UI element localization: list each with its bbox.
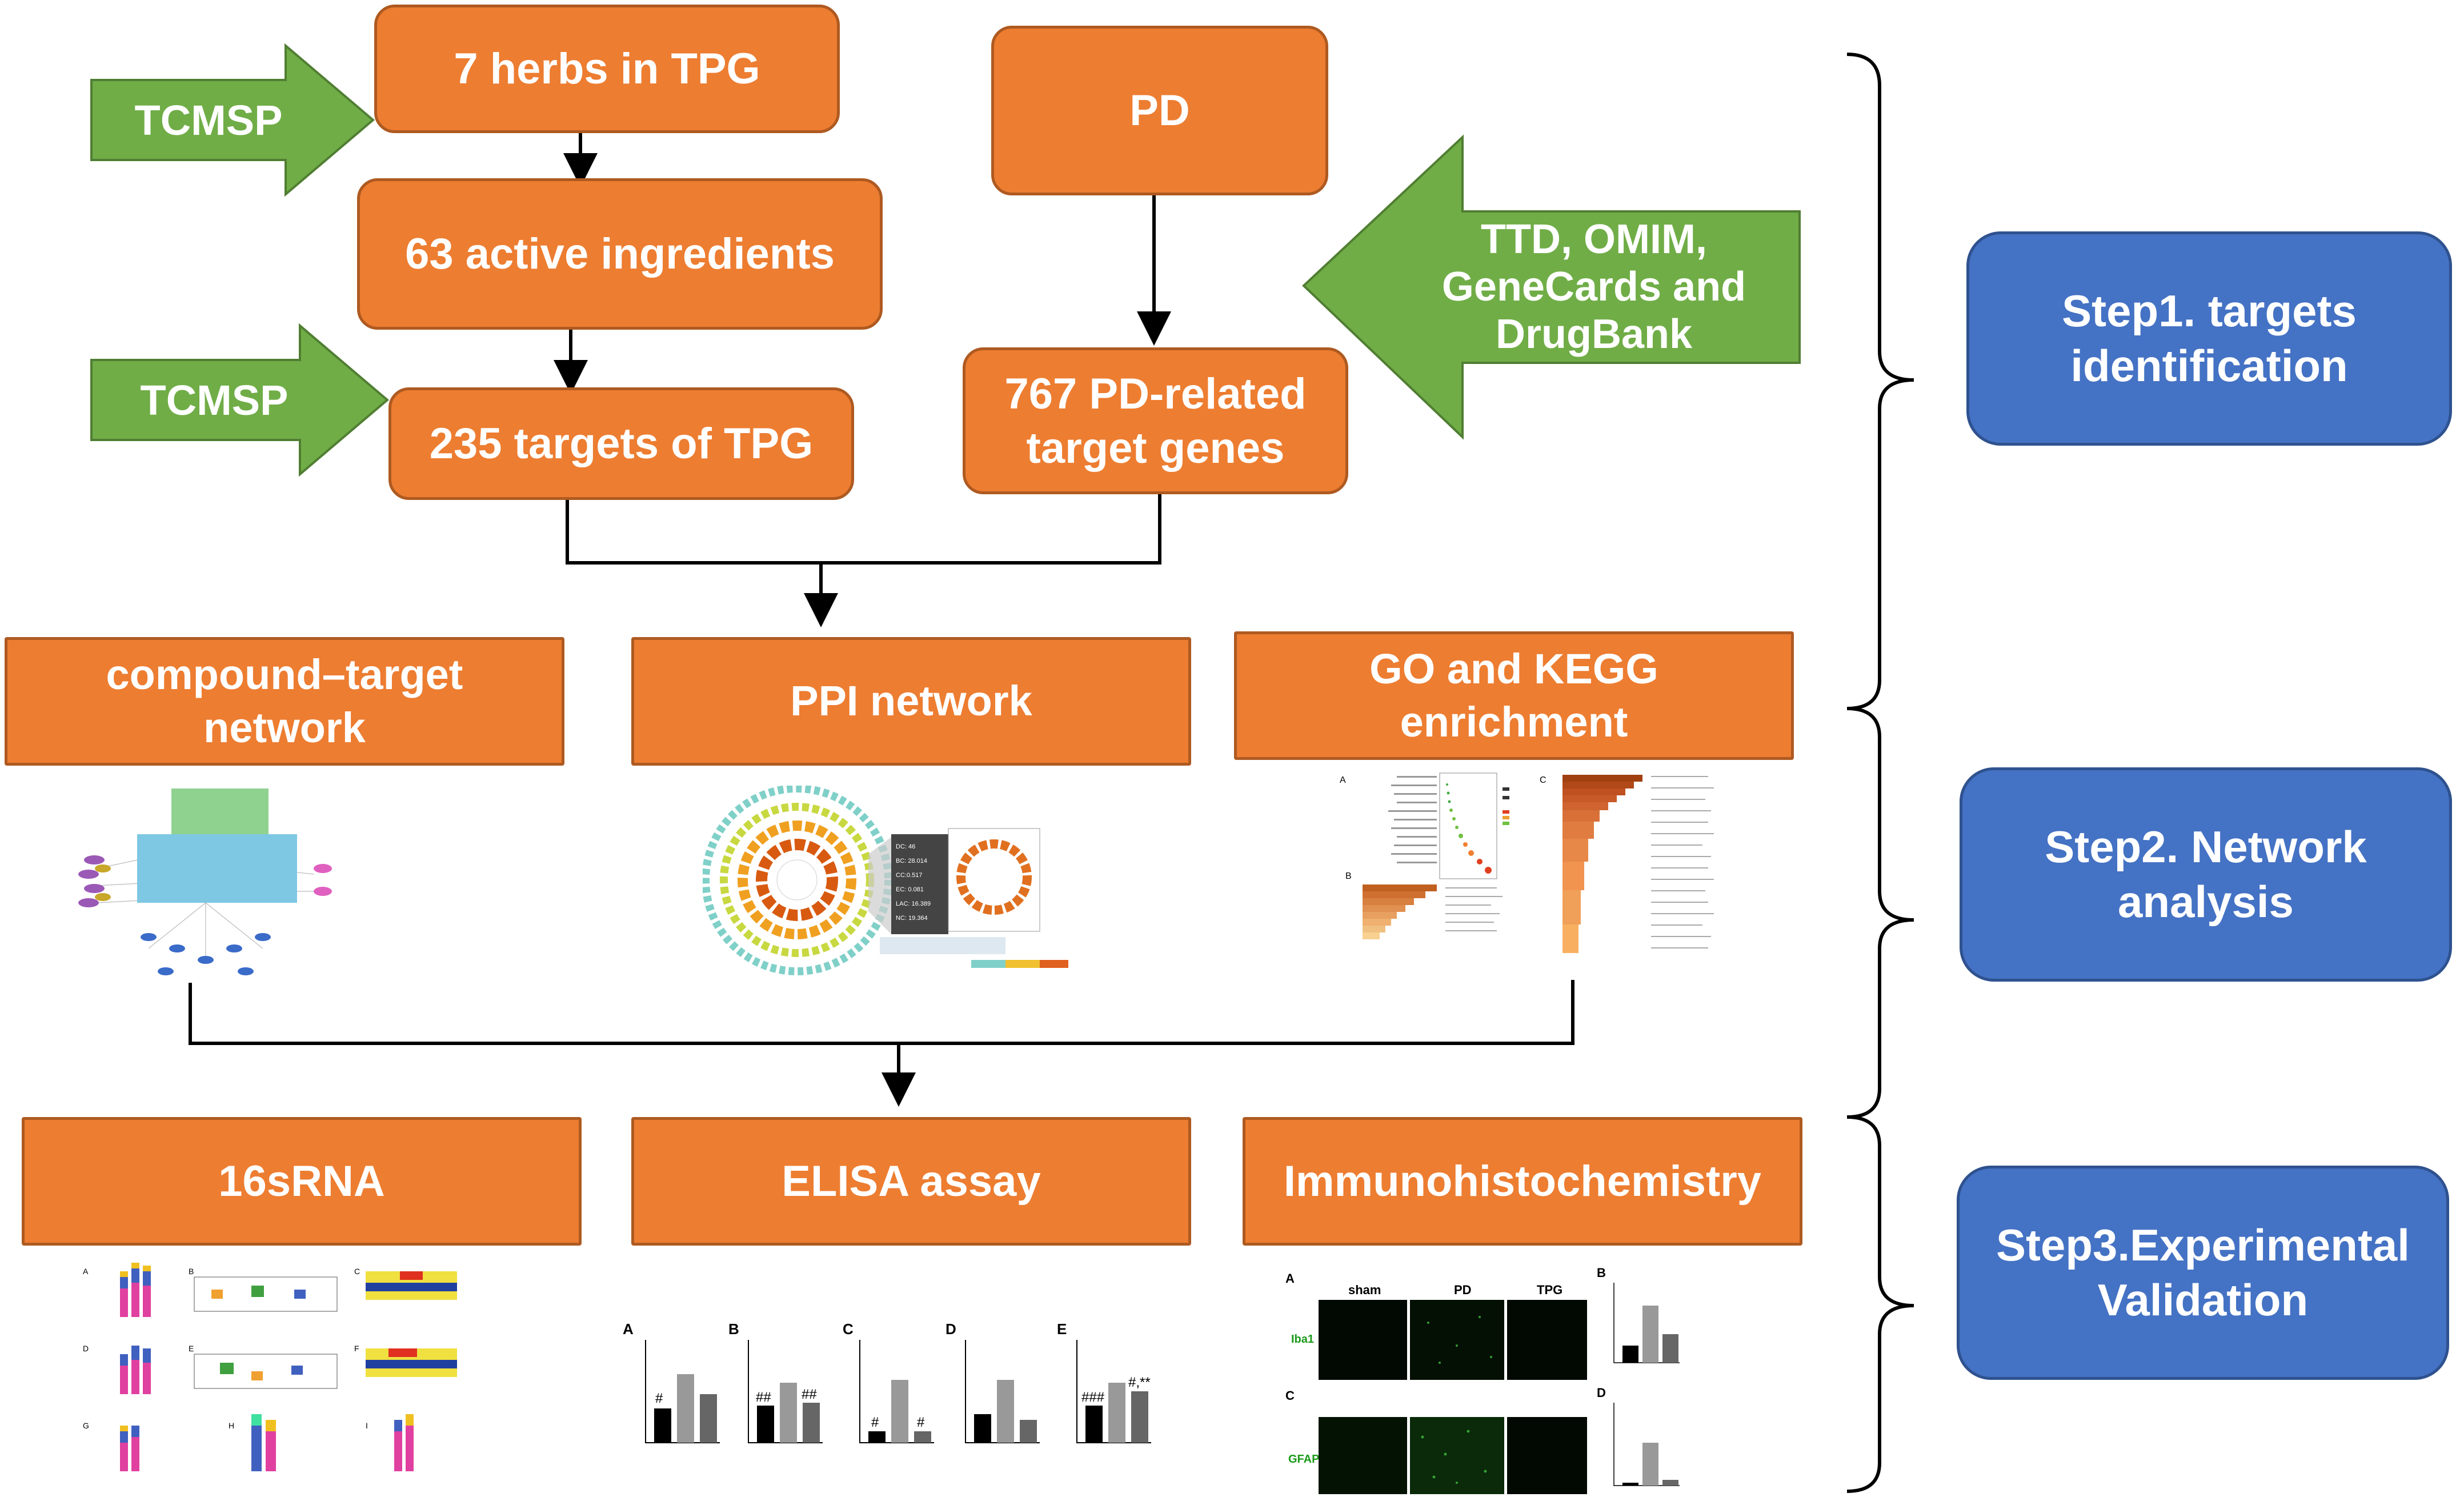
compound-target-line-2: network	[203, 703, 366, 751]
elisa-mark-2: ##	[802, 1387, 817, 1402]
step1-line-2: identification	[2070, 340, 2348, 391]
ppi-stat-5: NC: 19.364	[896, 915, 928, 922]
elisa-mark-5: ###	[1081, 1390, 1105, 1405]
step2-line-1: Step2. Network	[2045, 822, 2367, 872]
databases-line-1: TTD, OMIM,	[1481, 217, 1707, 263]
ppi-label: PPI network	[790, 677, 1032, 725]
ihc-col-pd: PD	[1454, 1283, 1472, 1297]
ihc-panel-b: B	[1597, 1266, 1606, 1280]
rna-panel-g: G	[83, 1421, 89, 1430]
ppi-stat-1: BC: 28.014	[896, 858, 927, 864]
step3-box: Step3.Experimental Validation	[1957, 1166, 2449, 1380]
rna-panel-i: I	[366, 1421, 368, 1430]
rna-panel-a: A	[83, 1267, 89, 1276]
rna-panel-b: B	[189, 1267, 194, 1276]
step1-box: Step1. targets identification	[1966, 231, 2452, 446]
active-ingredients-label: 63 active ingredients	[405, 230, 835, 278]
rna-panel-h: H	[229, 1421, 234, 1430]
tcmsp-arrow-1	[90, 43, 375, 197]
elisa-panel-a: A	[623, 1320, 634, 1338]
tcmsp-arrow-2	[90, 323, 390, 477]
pd-box: PD	[991, 26, 1328, 195]
herbs-box: 7 herbs in TPG	[374, 5, 840, 133]
ihc-thumbnail: A B C D sham PD TPG Iba1 GFAP	[1285, 1266, 1680, 1494]
ihc-row-iba1: Iba1	[1291, 1333, 1314, 1346]
merge-line-2	[189, 980, 1574, 1045]
go-kegg-line-1: GO and KEGG	[1369, 645, 1658, 693]
go-kegg-line-2: enrichment	[1400, 698, 1628, 746]
elisa-panel-c: C	[843, 1320, 854, 1338]
go-kegg-thumbnail: A B C	[1340, 772, 1714, 953]
ihc-panel-a: A	[1285, 1271, 1295, 1286]
brace	[1846, 53, 1914, 1493]
databases-line-3: DrugBank	[1495, 311, 1693, 357]
rna-label: 16sRNA	[218, 1157, 385, 1206]
databases-line-2: GeneCards and	[1441, 264, 1746, 310]
step1-line-1: Step1. targets	[2062, 286, 2357, 337]
rna-box: 16sRNA	[22, 1117, 582, 1246]
merge-line-1	[566, 494, 1161, 565]
compound-target-network-box: compound–target network	[5, 637, 564, 766]
ihc-row-gfap: GFAP	[1288, 1453, 1319, 1466]
elisa-panel-e: E	[1057, 1320, 1067, 1338]
step3-line-2: Validation	[2097, 1274, 2309, 1325]
active-ingredients-box: 63 active ingredients	[357, 178, 883, 330]
ppi-network-box: PPI network	[631, 637, 1191, 766]
rna-panel-e: E	[189, 1344, 194, 1353]
elisa-box: ELISA assay	[631, 1117, 1191, 1246]
ihc-col-sham: sham	[1348, 1283, 1381, 1297]
elisa-mark-3: #	[871, 1415, 879, 1430]
ppi-stat-4: LAC: 16.389	[896, 900, 931, 907]
ihc-col-tpg: TPG	[1537, 1283, 1562, 1297]
databases-arrow	[1302, 134, 1801, 440]
rna-panel-f: F	[354, 1344, 359, 1353]
ppi-stat-3: EC: 0.081	[896, 886, 924, 893]
elisa-mark-4: #	[917, 1415, 925, 1430]
elisa-mark-0: #	[655, 1391, 663, 1406]
rna-panel-c: C	[354, 1267, 360, 1276]
tcmsp-label-2: TCMSP	[140, 376, 289, 424]
compound-target-line-1: compound–target	[106, 651, 463, 698]
go-panel-a: A	[1340, 775, 1346, 785]
tpg-targets-label: 235 targets of TPG	[429, 419, 814, 468]
ihc-panel-c: C	[1285, 1388, 1295, 1403]
pd-targets-line-2: target genes	[1026, 423, 1285, 473]
elisa-label: ELISA assay	[782, 1157, 1041, 1206]
herbs-label: 7 herbs in TPG	[454, 45, 760, 93]
ppi-stat-0: DC: 46	[896, 843, 915, 850]
tpg-targets-box: 235 targets of TPG	[388, 387, 854, 500]
tcmsp-label-1: TCMSP	[134, 96, 283, 144]
ihc-panel-d: D	[1597, 1386, 1606, 1400]
pd-targets-box: 767 PD-related target genes	[963, 347, 1348, 494]
step2-box: Step2. Network analysis	[1960, 767, 2452, 982]
go-panel-c: C	[1540, 775, 1546, 785]
elisa-thumbnail: A B C D E # ## ## # # ### #,**	[623, 1320, 1151, 1443]
rna-panel-d: D	[83, 1344, 89, 1353]
step2-line-2: analysis	[2118, 876, 2294, 927]
ppi-network-thumbnail: DC: 46 BC: 28.014 CC:0.517 EC: 0.081 LAC…	[703, 786, 1068, 975]
step3-line-1: Step3.Experimental	[1996, 1220, 2410, 1271]
databases-label: TTD, OMIM, GeneCards and DrugBank	[1411, 206, 1777, 369]
rna-thumbnail: A B C D E F G H I	[83, 1263, 457, 1471]
elisa-mark-6: #,**	[1128, 1375, 1151, 1390]
elisa-panel-d: D	[945, 1320, 956, 1338]
ppi-stat-2: CC:0.517	[896, 872, 922, 879]
pd-label: PD	[1129, 86, 1190, 135]
ihc-box: Immunohistochemistry	[1243, 1117, 1802, 1246]
elisa-mark-1: ##	[756, 1390, 771, 1405]
elisa-panel-b: B	[728, 1320, 739, 1338]
ihc-label: Immunohistochemistry	[1283, 1157, 1762, 1206]
go-kegg-box: GO and KEGG enrichment	[1234, 631, 1794, 760]
pd-targets-line-1: 767 PD-related	[1004, 369, 1307, 418]
compound-target-network-thumbnail	[78, 788, 332, 975]
go-panel-b: B	[1345, 871, 1352, 881]
